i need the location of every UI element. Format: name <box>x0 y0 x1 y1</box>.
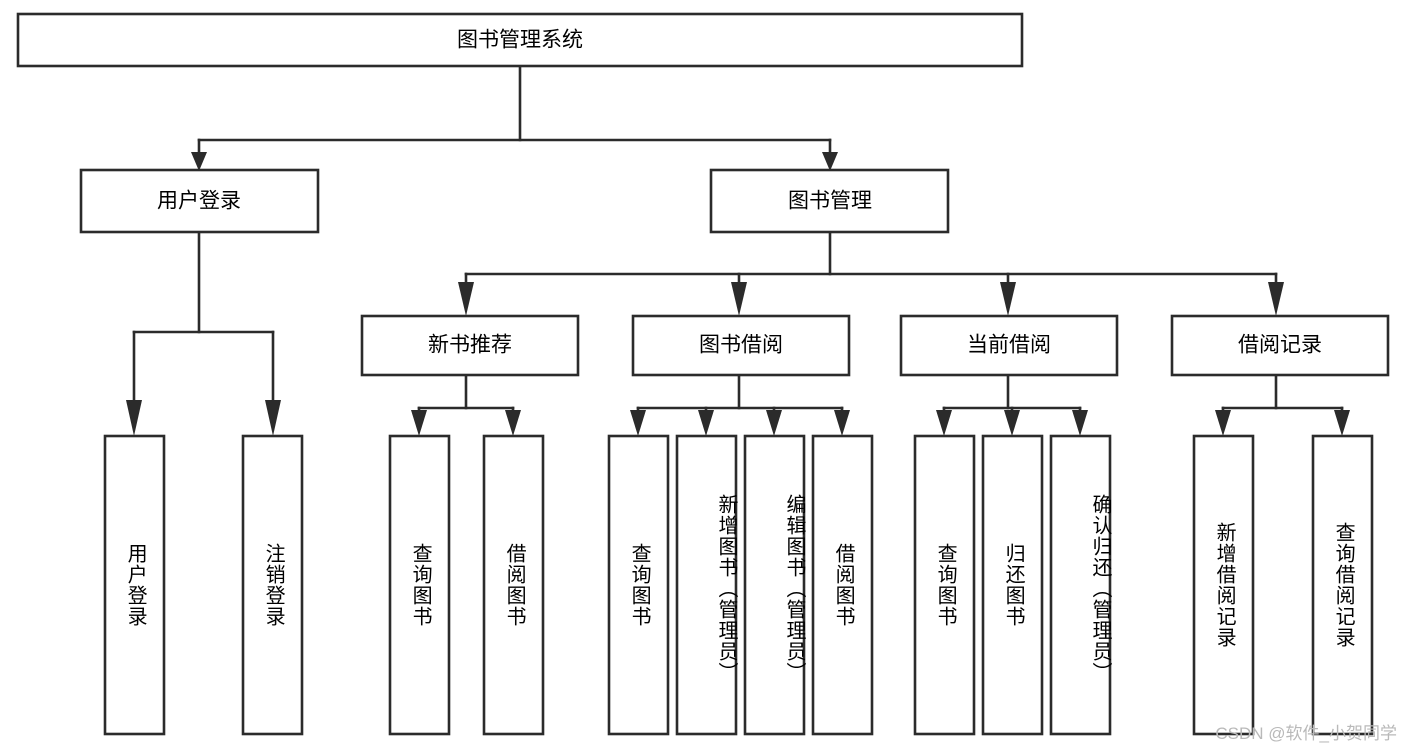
node-box-leaf-book-borrow-4[interactable] <box>811 434 874 736</box>
node-box-book-management[interactable] <box>709 168 950 234</box>
csdn-watermark: CSDN @软件_小贺同学 <box>1215 724 1397 743</box>
arrow-head-borrowrecord-leaf1 <box>1215 410 1231 436</box>
arrow-head-bookborrow-leaf3 <box>766 410 782 436</box>
node-label-new-book-recommend: 新书推荐 <box>428 334 512 357</box>
arrow-head-borrowrecord-leaf2 <box>1334 410 1350 436</box>
node-box-leaf-new-book-1[interactable] <box>388 434 451 736</box>
arrow-head-newbook-leaf2 <box>505 410 521 436</box>
node-label-book-borrow: 图书借阅 <box>699 334 783 357</box>
arrow-head-userlogin <box>191 152 207 171</box>
connector-group-bookmgmt <box>458 230 1284 316</box>
arrow-head-currentborrow <box>1000 282 1016 316</box>
node-box-leaf-current-borrow-3[interactable] <box>1049 434 1112 736</box>
node-box-new-book-recommend[interactable] <box>360 314 580 377</box>
node-box-leaf-book-borrow-2[interactable] <box>675 434 738 736</box>
node-box-root[interactable] <box>16 12 1024 68</box>
arrow-head-currentborrow-leaf1 <box>936 410 952 436</box>
node-label-root: 图书管理系统 <box>457 29 583 52</box>
arrow-head-newbook-leaf1 <box>411 410 427 436</box>
arrow-head-borrowrecord <box>1268 282 1284 316</box>
arrow-head-userlogin-leaf2 <box>265 400 281 436</box>
arrow-head-bookborrow-leaf4 <box>834 410 850 436</box>
node-label-borrow-record: 借阅记录 <box>1238 334 1322 357</box>
node-label-current-borrow: 当前借阅 <box>967 334 1051 357</box>
arrow-head-bookborrow-leaf1 <box>630 410 646 436</box>
node-box-borrow-record[interactable] <box>1170 314 1390 377</box>
node-box-leaf-book-borrow-3[interactable] <box>743 434 806 736</box>
arrow-head-bookborrow <box>731 282 747 316</box>
node-box-user-login[interactable] <box>79 168 320 234</box>
arrow-head-currentborrow-leaf3 <box>1072 410 1088 436</box>
node-box-leaf-user-login-2[interactable] <box>241 434 304 736</box>
node-box-book-borrow[interactable] <box>631 314 851 377</box>
node-box-leaf-current-borrow-2[interactable] <box>981 434 1044 736</box>
connector-group-borrowrecord <box>1215 373 1350 436</box>
node-box-leaf-book-borrow-1[interactable] <box>607 434 670 736</box>
connector-group-currentborrow <box>936 373 1088 436</box>
arrow-head-newbook <box>458 282 474 316</box>
node-label-user-login: 用户登录 <box>157 190 241 213</box>
connector-group-userlogin <box>126 230 281 436</box>
node-box-leaf-borrow-record-1[interactable] <box>1192 434 1255 736</box>
node-box-leaf-current-borrow-1[interactable] <box>913 434 976 736</box>
connector-group-root <box>191 64 838 171</box>
arrow-head-currentborrow-leaf2 <box>1004 410 1020 436</box>
node-box-leaf-borrow-record-2[interactable] <box>1311 434 1374 736</box>
connector-group-newbook <box>411 373 521 436</box>
connector-group-bookborrow <box>630 373 850 436</box>
arrow-head-userlogin-leaf1 <box>126 400 142 436</box>
node-box-current-borrow[interactable] <box>899 314 1119 377</box>
node-box-leaf-new-book-2[interactable] <box>482 434 545 736</box>
arrow-head-bookmgmt <box>822 152 838 171</box>
node-box-leaf-user-login-1[interactable] <box>103 434 166 736</box>
arrow-head-bookborrow-leaf2 <box>698 410 714 436</box>
node-label-book-management: 图书管理 <box>788 190 872 213</box>
